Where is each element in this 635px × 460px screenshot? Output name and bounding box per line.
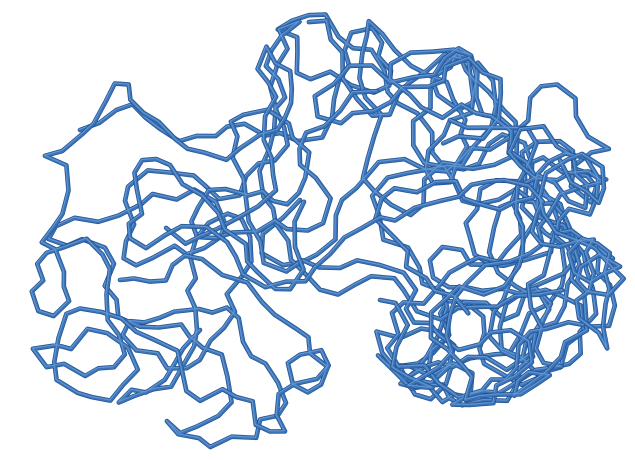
- backbone-trace-canvas: [0, 0, 635, 460]
- protein-backbone-render: [0, 0, 635, 460]
